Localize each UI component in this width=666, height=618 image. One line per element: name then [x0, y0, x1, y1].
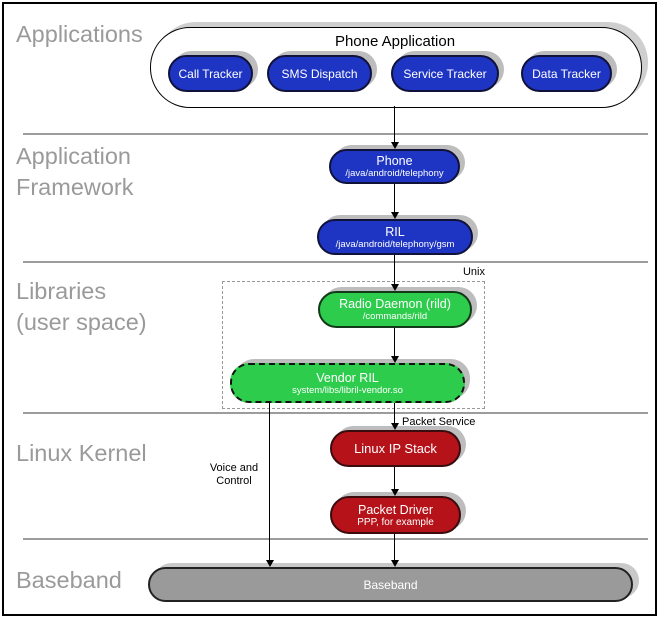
packet-service-label: Packet Service	[402, 416, 476, 428]
node-title: Linux IP Stack	[354, 440, 437, 456]
section-label-applications: Applications	[16, 21, 143, 47]
node-title: Phone	[376, 154, 413, 168]
arrow-line-vendor-ril-to-ip-stack	[394, 403, 395, 423]
node-vendor-ril: Vendor RIL system/libs/libril-vendor.so	[230, 363, 465, 403]
node-packet-driver: Packet Driver PPP, for example	[330, 496, 461, 534]
divider-framework-libraries	[23, 261, 648, 263]
node-call-tracker: Call Tracker	[168, 55, 253, 92]
node-subtitle: /java/android/telephony/gsm	[335, 238, 455, 250]
arrowhead-to-linux-ip-stack	[391, 423, 399, 430]
arrowhead-packet-to-baseband	[391, 560, 399, 567]
node-label: Data Tracker	[532, 66, 601, 81]
arrowhead-to-phone	[391, 142, 399, 149]
node-linux-ip-stack: Linux IP Stack	[330, 430, 461, 467]
node-subtitle: /commands/rild	[362, 311, 428, 322]
arrow-line-ip-stack-to-packet-driver	[394, 467, 395, 489]
node-title: Baseband	[363, 577, 418, 592]
phone-application-title: Phone Application	[334, 33, 456, 50]
section-label-libraries: Libraries (user space)	[16, 278, 147, 335]
unix-boundary-box	[222, 281, 485, 409]
voice-control-label: Voice and Control	[209, 462, 259, 487]
node-subtitle: PPP, for example	[357, 516, 434, 528]
section-label-baseband: Baseband	[16, 567, 122, 593]
node-baseband: Baseband	[148, 567, 633, 602]
node-ril: RIL /java/android/telephony/gsm	[317, 219, 473, 255]
arrow-line-container-to-phone	[394, 106, 395, 142]
arrow-line-packet-driver-to-baseband	[394, 534, 395, 560]
arrow-line-ril-to-rild	[394, 255, 395, 284]
divider-libraries-kernel	[23, 412, 648, 414]
arrow-line-voice-control	[269, 403, 270, 560]
arrow-line-rild-to-vendor-ril	[394, 328, 395, 356]
node-title: Vendor RIL	[316, 370, 379, 385]
section-label-application-framework: Application Framework	[16, 143, 134, 200]
divider-kernel-baseband	[23, 538, 648, 540]
section-label-linux-kernel: Linux Kernel	[16, 440, 147, 466]
node-subtitle: system/libs/libril-vendor.so	[292, 384, 403, 396]
arrowhead-voice-to-baseband	[266, 560, 274, 567]
arrowhead-to-ril	[391, 212, 399, 219]
node-label: Service Tracker	[403, 66, 487, 81]
node-service-tracker: Service Tracker	[391, 55, 499, 92]
node-sms-dispatch: SMS Dispatch	[267, 55, 372, 92]
node-title: Packet Driver	[357, 502, 434, 517]
node-title: RIL	[385, 224, 405, 239]
node-phone: Phone /java/android/telephony	[329, 149, 460, 184]
node-label: Call Tracker	[178, 66, 243, 81]
node-title: Radio Daemon (rild)	[339, 297, 451, 311]
unix-box-label: Unix	[462, 266, 485, 278]
node-subtitle: /java/android/telephony	[345, 168, 444, 179]
arrowhead-to-radio-daemon	[391, 284, 399, 291]
arrow-line-phone-to-ril	[394, 184, 395, 212]
diagram-border	[2, 2, 657, 616]
divider-applications-framework	[23, 133, 648, 135]
arrowhead-to-vendor-ril	[391, 356, 399, 363]
node-data-tracker: Data Tracker	[521, 55, 612, 92]
node-radio-daemon: Radio Daemon (rild) /commands/rild	[318, 291, 472, 328]
arrowhead-to-packet-driver	[391, 489, 399, 496]
node-label: SMS Dispatch	[281, 66, 358, 81]
